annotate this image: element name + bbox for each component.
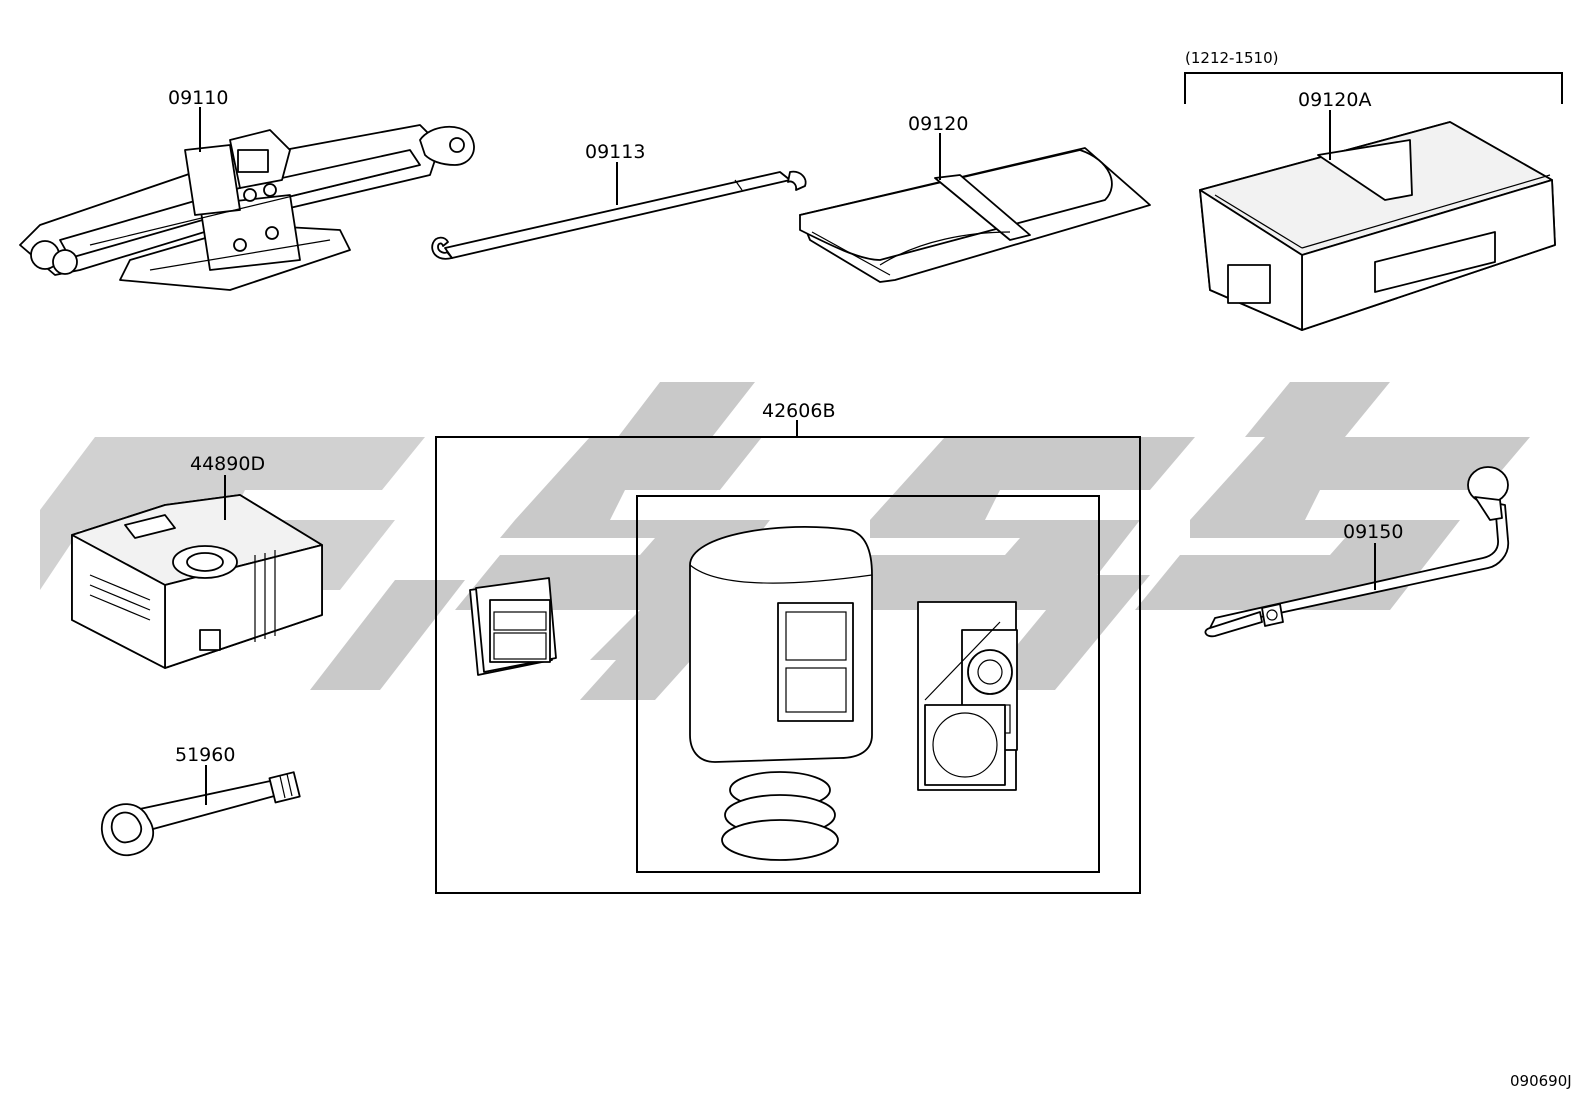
- wheel-wrench-illustration: [1204, 466, 1510, 638]
- part-number-09150[interactable]: 09150: [1343, 521, 1403, 543]
- watermark-logo: [40, 382, 1530, 700]
- part-number-09113[interactable]: 09113: [585, 141, 645, 163]
- part-number-09120[interactable]: 09120: [908, 113, 968, 135]
- part-number-44890D[interactable]: 44890D: [190, 453, 265, 475]
- compressor-illustration: [71, 494, 323, 669]
- part-number-09120A[interactable]: 09120A: [1298, 89, 1371, 111]
- part-note-09120A[interactable]: (1212-1510): [1185, 49, 1278, 67]
- part-number-09110[interactable]: 09110: [168, 87, 228, 109]
- bracket-09120A: [1184, 72, 1563, 104]
- part-number-51960[interactable]: 51960: [175, 744, 235, 766]
- diagram-code: 090690J: [1510, 1072, 1572, 1090]
- tow-hook-illustration: [100, 771, 301, 856]
- repair-kit-illustration: [469, 526, 1018, 861]
- jack-illustration: [19, 124, 475, 291]
- repair-kit-outer-frame: [435, 436, 1141, 894]
- tool-bag-illustration: [799, 147, 1151, 283]
- repair-kit-inner-frame: [636, 495, 1100, 873]
- tool-case-illustration: [1199, 121, 1556, 331]
- part-number-42606B[interactable]: 42606B: [762, 400, 835, 422]
- jack-handle-illustration: [431, 170, 807, 260]
